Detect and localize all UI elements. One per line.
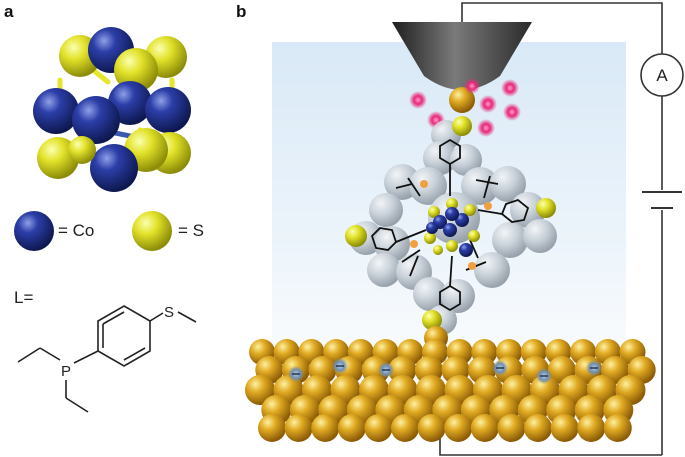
ligand-structure [17,305,197,413]
gold-atom [337,414,366,442]
cobalt-atom [72,96,120,144]
ammeter-symbol [640,53,684,97]
ligand-skeleton [370,138,530,312]
gold-atom [577,414,606,442]
cobalt-atom [90,144,138,192]
gold-atom [497,414,526,442]
phosphorus-atoms [410,180,492,270]
anchor-sulfur [452,116,472,136]
gold-atom [258,414,286,442]
sulfur-legend-label: = S [178,221,204,240]
positive-charge [503,103,521,121]
phosphorus-atom-label: P [61,363,71,380]
sulfur-atom [114,48,158,92]
cobalt-legend-sphere [14,211,54,251]
ammeter-label: A [656,66,668,85]
cobalt-atom [33,88,79,134]
gold-atom [364,414,393,442]
positive-charge [501,79,519,97]
ligand-label: L= [14,288,34,307]
gold-atom [470,414,499,442]
panel-label-b: b [236,2,247,21]
cobalt-legend-label: = Co [58,221,95,240]
ligand-sulfur [345,225,367,247]
gold-atom [311,414,340,442]
gold-atom [284,414,313,442]
positive-charges [409,78,521,137]
gold-atom [245,375,275,405]
anchor-sulfur [422,310,442,330]
sulfur-atom [68,136,96,164]
co6s8-cluster [33,27,191,192]
negative-charges [288,358,602,384]
tip-gold-atom [449,87,475,113]
ligand-sulfur [536,198,556,218]
sulfur-atom-label: S [164,304,174,321]
molecular-cluster-core [424,198,480,257]
gold-atom [550,414,579,442]
gold-atom [444,414,473,442]
gold-atom [524,414,552,442]
positive-charge [409,91,427,109]
gold-atom [603,414,632,442]
battery-symbol [642,191,682,209]
positive-charge [479,95,497,113]
gold-substrate [245,339,656,442]
sulfur-legend-sphere [132,211,172,251]
panel-label-a: a [4,2,14,21]
cobalt-atom [145,87,191,133]
positive-charge [464,78,480,94]
positive-charge [477,119,495,137]
gold-atom [391,414,419,442]
stm-tip [392,22,532,90]
gold-atom [417,414,446,442]
